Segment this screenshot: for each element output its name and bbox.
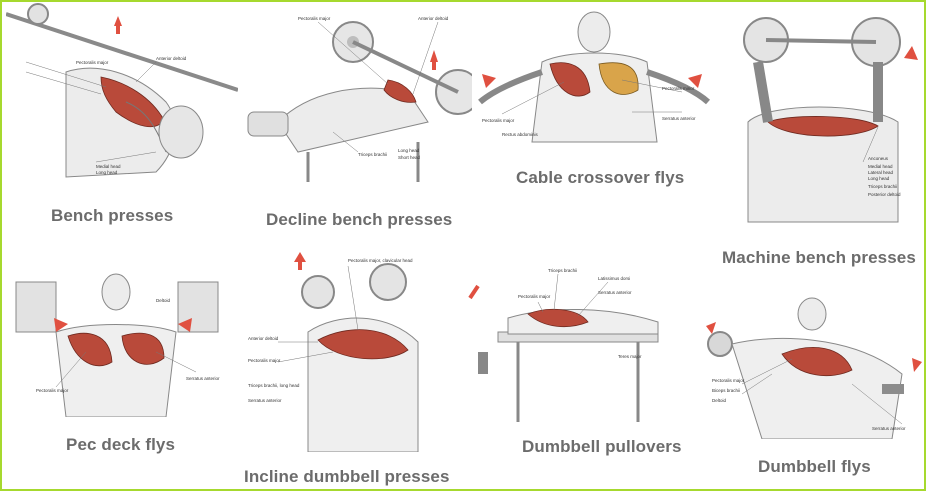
panel-pec-deck: Pectoralis major Serratus anterior Delto… bbox=[6, 252, 226, 417]
label-teres-major: Teres major bbox=[618, 354, 642, 359]
label-serratus-anterior: Serratus anterior bbox=[598, 290, 632, 295]
caption-decline-bench-presses: Decline bench presses bbox=[266, 210, 453, 229]
label-serratus-anterior: Serratus anterior bbox=[662, 116, 696, 121]
label-pectoralis-major: Pectoralis major bbox=[712, 378, 745, 383]
decline-bench-illustration: Pectoralis major Anterior deltoid Tricep… bbox=[247, 16, 472, 182]
dumbbell-flys-illustration: Pectoralis major Biceps brachii Deltoid … bbox=[706, 297, 922, 439]
incline-dumbbell-illustration: Pectoralis major, clavicular head Anteri… bbox=[248, 252, 419, 452]
label-long-head: Long head bbox=[868, 176, 890, 181]
caption-cable-crossover-flys: Cable crossover flys bbox=[516, 168, 685, 187]
caption-machine-bench-presses: Machine bench presses bbox=[722, 248, 916, 267]
label-long-head: Long head bbox=[398, 148, 420, 153]
label-latissimus-dorsi: Latissimus dorsi bbox=[598, 276, 630, 281]
label-triceps-long-head: Triceps brachii, long head bbox=[248, 383, 300, 388]
caption-dumbbell-flys: Dumbbell flys bbox=[758, 457, 871, 476]
label-short-head: Short head bbox=[398, 155, 421, 160]
label-pectoralis-major: Pectoralis major bbox=[482, 118, 515, 123]
label-medial-head: Medial head bbox=[868, 164, 893, 169]
panel-dumbbell-flys: Pectoralis major Biceps brachii Deltoid … bbox=[702, 274, 924, 439]
label-pectoralis-minor: Pectoralis minor bbox=[662, 86, 695, 91]
label-pectoralis-major: Pectoralis major bbox=[36, 388, 69, 393]
panel-machine-bench: Anconeus Medial head Lateral head Long h… bbox=[728, 2, 924, 227]
label-deltoid: Deltoid bbox=[712, 398, 727, 403]
machine-bench-illustration: Anconeus Medial head Lateral head Long h… bbox=[743, 17, 918, 223]
panel-dumbbell-pullover: Triceps brachii Latissimus dorsi Pectora… bbox=[458, 262, 700, 430]
label-serratus-anterior: Serratus anterior bbox=[872, 426, 906, 431]
arrow-up-left-icon bbox=[706, 322, 716, 334]
arrow-up-icon bbox=[430, 50, 438, 62]
label-anterior-deltoid: Anterior deltoid bbox=[418, 16, 449, 21]
panel-bench-press: Pectoralis major Anterior deltoid Medial… bbox=[6, 2, 238, 182]
arrow-left-icon bbox=[482, 74, 496, 88]
arrow-up-right-icon bbox=[912, 358, 922, 372]
label-long-head: Long head bbox=[96, 170, 118, 175]
label-triceps-brachii: Triceps brachii bbox=[548, 268, 577, 273]
dumbbell-pullover-illustration: Triceps brachii Latissimus dorsi Pectora… bbox=[468, 268, 659, 422]
cable-crossover-illustration: Pectoralis major Pectoralis minor Serrat… bbox=[478, 11, 711, 143]
label-anterior-deltoid: Anterior deltoid bbox=[248, 336, 279, 341]
label-deltoid: Deltoid bbox=[156, 298, 171, 303]
caption-incline-dumbbell-presses: Incline dumbbell presses bbox=[244, 467, 450, 486]
arrow-left-icon bbox=[178, 318, 192, 332]
label-pectoralis-major: Pectoralis major bbox=[248, 358, 281, 363]
panel-decline-bench: Pectoralis major Anterior deltoid Tricep… bbox=[238, 2, 472, 192]
label-biceps-brachii: Biceps brachii bbox=[712, 388, 740, 393]
bench-press-illustration: Pectoralis major Anterior deltoid Medial… bbox=[6, 3, 238, 178]
panel-incline-dumbbell: Pectoralis major, clavicular head Anteri… bbox=[238, 252, 448, 452]
label-pectoralis-major: Pectoralis major bbox=[76, 60, 109, 65]
label-serratus-anterior: Serratus anterior bbox=[186, 376, 220, 381]
arrow-up-icon bbox=[904, 46, 918, 60]
arrow-right-icon bbox=[688, 74, 702, 88]
label-anconeus: Anconeus bbox=[868, 156, 889, 161]
pec-deck-illustration: Pectoralis major Serratus anterior Delto… bbox=[15, 273, 220, 417]
caption-bench-presses: Bench presses bbox=[51, 206, 174, 225]
arrow-up-icon bbox=[468, 284, 480, 300]
caption-pec-deck-flys: Pec deck flys bbox=[66, 435, 176, 454]
panel-cable-crossover: Pectoralis major Pectoralis minor Serrat… bbox=[472, 2, 712, 162]
label-serratus-anterior: Serratus anterior bbox=[248, 398, 282, 403]
label-pectoralis-major-clavicular: Pectoralis major, clavicular head bbox=[348, 258, 413, 263]
caption-dumbbell-pullovers: Dumbbell pullovers bbox=[522, 437, 682, 456]
label-pectoralis-major: Pectoralis major bbox=[518, 294, 551, 299]
label-lateral-head: Lateral head bbox=[868, 170, 894, 175]
label-pectoralis-major: Pectoralis major bbox=[298, 16, 331, 21]
label-posterior-deltoid: Posterior deltoid bbox=[868, 192, 901, 197]
label-medial-head: Medial head bbox=[96, 164, 121, 169]
label-anterior-deltoid: Anterior deltoid bbox=[156, 56, 187, 61]
arrow-up-icon bbox=[294, 252, 306, 262]
arrow-right-icon bbox=[54, 318, 68, 332]
label-rectus-abdominis: Rectus abdominis bbox=[502, 132, 539, 137]
arrow-up-icon bbox=[114, 16, 122, 26]
label-triceps-brachii: Triceps brachii bbox=[868, 184, 897, 189]
label-triceps-brachii: Triceps brachii bbox=[358, 152, 387, 157]
